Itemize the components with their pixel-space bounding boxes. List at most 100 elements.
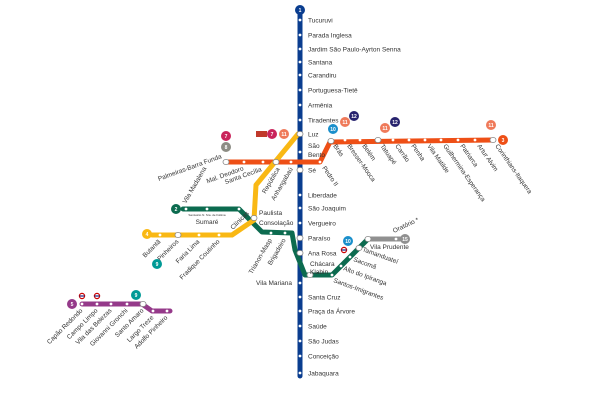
station-label[interactable]: Vila Prudente xyxy=(370,244,409,251)
line-5-badge[interactable]: 5 xyxy=(67,299,77,309)
interchange-marker xyxy=(296,235,304,241)
station-dot xyxy=(298,118,302,122)
station[interactable]: Santana xyxy=(298,60,333,67)
station-label[interactable]: Santana xyxy=(308,60,333,67)
badge-label: 3 xyxy=(502,138,505,144)
station-label[interactable]: Ana Rosa xyxy=(308,251,337,258)
station-label[interactable]: Oratório * xyxy=(392,217,421,235)
connection-badge-line12[interactable]: 12 xyxy=(390,117,400,127)
station-label[interactable]: Liberdade xyxy=(308,193,337,200)
station[interactable]: São Judas xyxy=(298,339,340,346)
station[interactable]: Sumaré xyxy=(196,207,219,226)
station-label-line2: Bento xyxy=(308,152,325,159)
station[interactable]: Sé xyxy=(296,167,316,175)
station[interactable]: Armênia xyxy=(298,103,333,110)
station[interactable]: Luz xyxy=(296,131,318,139)
station[interactable]: Vila Prudente xyxy=(364,236,409,252)
station[interactable]: Liberdade xyxy=(298,193,338,200)
badge-circle xyxy=(142,229,152,239)
station[interactable] xyxy=(306,272,314,278)
station-label[interactable]: São Joaquim xyxy=(308,206,346,213)
station[interactable]: Ana Rosa xyxy=(296,250,337,258)
station-label[interactable]: Paulista xyxy=(259,210,283,217)
connection-badge-line11[interactable]: 11 xyxy=(340,117,350,127)
badge-circle xyxy=(390,117,400,127)
station-label[interactable]: Vila Mariana xyxy=(256,280,292,287)
station[interactable]: Paraíso xyxy=(296,235,331,243)
station-label[interactable]: Paraíso xyxy=(308,236,331,243)
station-label[interactable]: Jardim São Paulo-Ayrton Senna xyxy=(308,47,401,54)
station-label[interactable]: Corinthians-Itaquera xyxy=(493,143,533,196)
station-label[interactable]: Vergueiro xyxy=(308,221,336,228)
station-label[interactable]: Praça da Árvore xyxy=(308,307,355,316)
station-dot xyxy=(298,206,302,210)
station-label[interactable]: Carandiru xyxy=(308,73,337,80)
connection-badge-line7[interactable]: 7 xyxy=(267,129,277,139)
line-15-badge[interactable]: 15 xyxy=(400,234,410,244)
station-dot xyxy=(283,231,287,235)
station[interactable]: Praça da Árvore xyxy=(298,307,356,316)
connection-badge-line8[interactable]: 8 xyxy=(221,142,231,152)
station-dot xyxy=(289,160,293,164)
station[interactable]: Trianon-Masp xyxy=(248,231,274,276)
station-label[interactable]: Conceição xyxy=(308,354,339,361)
station-label[interactable]: São Judas xyxy=(308,339,339,346)
station[interactable] xyxy=(298,150,302,154)
line-2-badge[interactable]: 2 xyxy=(171,204,181,214)
line-4-badge[interactable]: 4 xyxy=(142,229,152,239)
station[interactable]: Portuguesa-Tietê xyxy=(298,88,358,95)
station[interactable]: Pedro II xyxy=(318,160,340,188)
station[interactable]: Tiradentes xyxy=(298,118,340,125)
station[interactable]: Parada Inglesa xyxy=(298,33,353,40)
station-dot xyxy=(197,233,201,237)
station-label[interactable]: Pedro II xyxy=(320,165,339,188)
badge-label: 12 xyxy=(392,120,398,126)
station-label[interactable]: Brás xyxy=(331,143,345,159)
connection-badge-line11[interactable]: 11 xyxy=(380,123,390,133)
badge-circle xyxy=(131,290,141,300)
connection-badge-line10[interactable]: 10 xyxy=(328,124,338,134)
connection-badge-line7[interactable]: 7 xyxy=(221,131,231,141)
station-label[interactable]: Consolação xyxy=(259,220,294,227)
station-label[interactable]: São xyxy=(308,143,320,150)
station-label[interactable]: Portuguesa-Tietê xyxy=(308,88,358,95)
interchange-marker xyxy=(306,272,314,278)
station-label[interactable]: Saúde xyxy=(308,324,327,331)
station-label[interactable]: Chácara xyxy=(310,261,335,268)
station[interactable]: Vergueiro xyxy=(298,221,337,228)
station[interactable]: Paulista xyxy=(250,210,283,221)
station-dot xyxy=(298,73,302,77)
station[interactable]: Artur Alvim xyxy=(473,138,500,173)
station[interactable]: Conceição xyxy=(298,354,339,361)
station-label[interactable]: Tiradentes xyxy=(308,118,339,125)
station-label[interactable]: Jabaquara xyxy=(308,371,339,378)
station[interactable]: São Joaquim xyxy=(298,206,346,213)
connection-badge-line11[interactable]: 11 xyxy=(486,120,496,130)
connection-badge-line9[interactable]: 9 xyxy=(131,290,141,300)
station[interactable]: Carandiru xyxy=(298,73,337,80)
connection-badge-line9[interactable]: 9 xyxy=(152,259,162,269)
station-label[interactable]: Tucuruvi xyxy=(308,18,333,25)
station[interactable]: Brigadeiro xyxy=(267,231,288,267)
station-label[interactable]: Parada Inglesa xyxy=(308,33,352,40)
station[interactable]: Jabaquara xyxy=(298,371,340,378)
station-label[interactable]: Armênia xyxy=(308,103,333,110)
connection-badge-line12[interactable]: 12 xyxy=(349,111,359,121)
line-3-badge[interactable]: 3 xyxy=(498,135,508,145)
station-label[interactable]: Bresser-Mooca xyxy=(345,143,376,183)
station-label[interactable]: Luz xyxy=(308,132,318,139)
line-1-badge[interactable]: 1 xyxy=(295,5,305,15)
connection-badge-line10[interactable]: 10 xyxy=(343,236,353,246)
station[interactable]: Vila Mariana xyxy=(256,280,302,287)
station-label[interactable]: Sumaré xyxy=(196,219,219,226)
station-label[interactable]: Sé xyxy=(308,168,316,175)
station-label[interactable]: Penha xyxy=(409,143,426,163)
station[interactable]: Tucuruvi xyxy=(298,18,333,25)
station[interactable]: Jardim São Paulo-Ayrton Senna xyxy=(298,47,402,54)
station[interactable]: Saúde xyxy=(298,324,328,331)
connection-badge-line11[interactable]: 11 xyxy=(279,129,289,139)
station-label[interactable]: Santa Cruz xyxy=(308,295,341,302)
station[interactable]: Santa Cruz xyxy=(298,295,341,302)
